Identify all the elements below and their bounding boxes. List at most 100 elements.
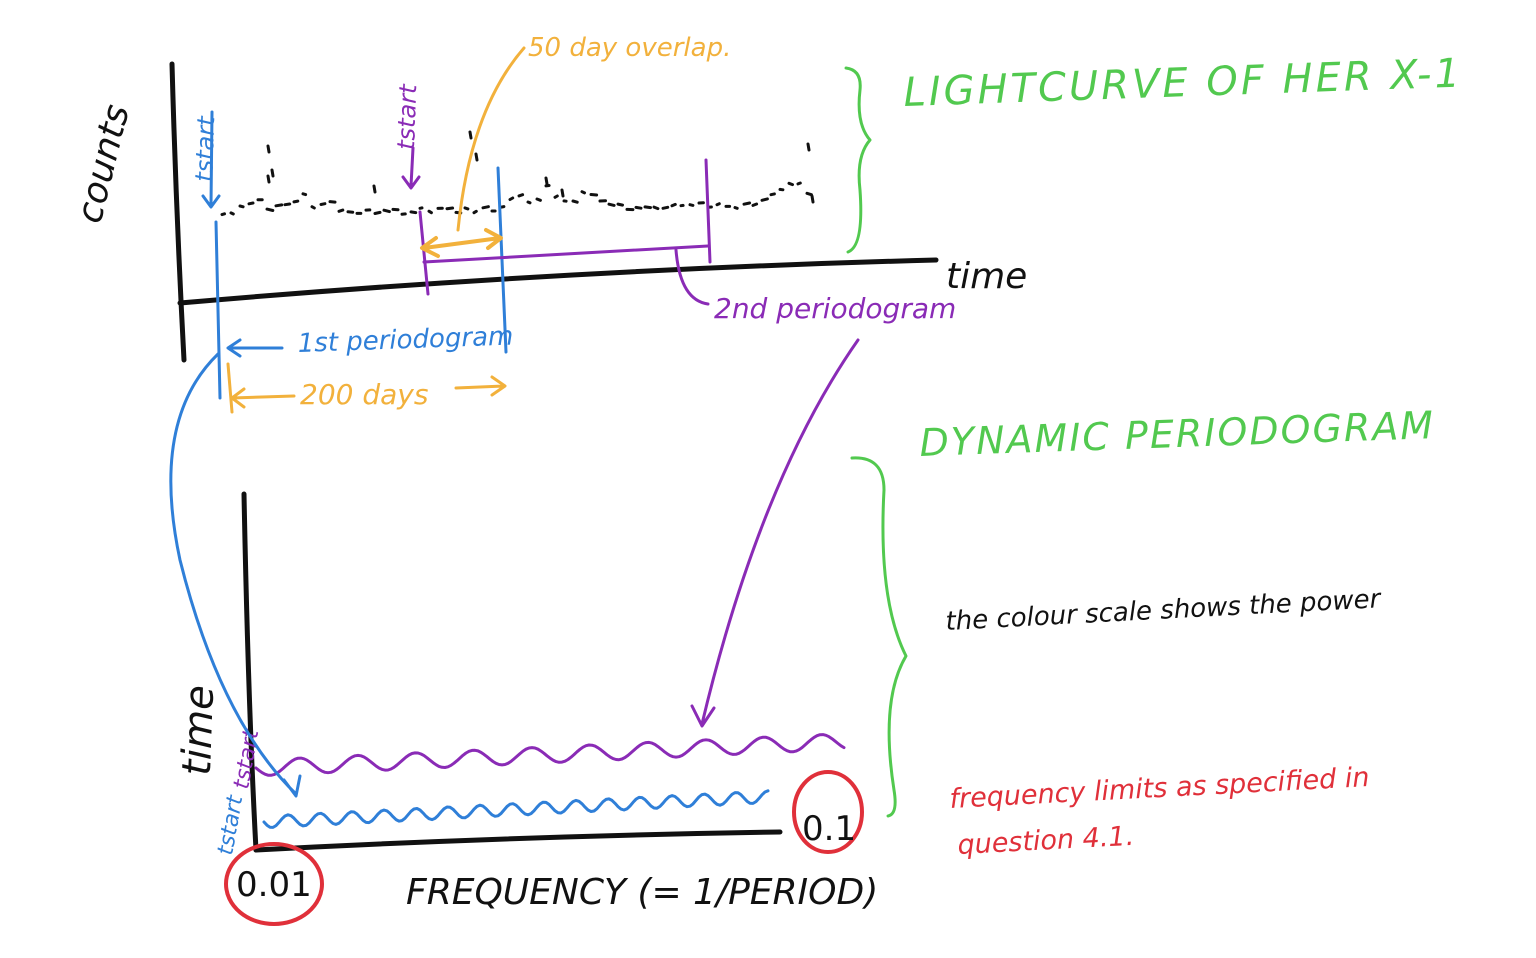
lightcurve-point xyxy=(742,201,752,206)
lightcurve-point xyxy=(310,205,316,210)
lightcurve-point xyxy=(474,152,479,162)
lightcurve-point xyxy=(616,202,624,207)
lightcurve-point xyxy=(607,202,616,207)
overlap-label: 50 day overlap. xyxy=(528,33,731,63)
first-periodogram-arrow xyxy=(226,338,284,358)
lightcurve-y-axis xyxy=(169,61,187,363)
frequency-limits-note-line1: frequency limits as specified in xyxy=(949,762,1370,815)
second-periodogram-trace xyxy=(254,733,846,777)
window-length-label: 200 days xyxy=(300,378,428,411)
dynamic-periodogram-panel: DYNAMIC PERIODOGRAM the colour scale sho… xyxy=(169,338,1436,926)
lightcurve-point xyxy=(247,201,255,206)
lightcurve-point xyxy=(643,205,652,210)
lightcurve-point xyxy=(238,204,245,209)
first-periodogram-label: 1st periodogram xyxy=(297,321,514,359)
freq-min-circle xyxy=(224,842,324,926)
lightcurve-point xyxy=(553,194,559,199)
lightcurve-point xyxy=(787,181,794,187)
lightcurve-x-axis xyxy=(177,257,939,306)
lightcurve-panel: counts time tstart 1st periodogram 200 d… xyxy=(69,33,1464,414)
lightcurve-point xyxy=(715,202,721,207)
lightcurve-point xyxy=(382,208,391,214)
lightcurve-point xyxy=(292,199,300,204)
lightcurve-point xyxy=(806,142,811,152)
colour-scale-note: the colour scale shows the power xyxy=(945,584,1384,637)
lightcurve-point xyxy=(688,203,695,207)
dynamic-x-axis xyxy=(253,829,783,853)
first-periodogram-connector xyxy=(169,352,302,798)
lightcurve-point xyxy=(468,130,473,140)
freq-max-circle xyxy=(792,770,864,854)
purple-tstart-label: tstart xyxy=(392,82,422,150)
lightcurve-point xyxy=(589,193,599,197)
lightcurve-point xyxy=(328,200,337,204)
freq-min-label: 0.01 xyxy=(236,865,312,905)
lightcurve-point xyxy=(372,184,377,194)
second-periodogram-connector xyxy=(690,338,860,728)
lightcurve-point xyxy=(805,191,813,197)
lightcurve-point xyxy=(445,206,455,211)
lightcurve-y-label: counts xyxy=(69,101,138,228)
lightcurve-point xyxy=(661,205,670,210)
overlap-arrow xyxy=(420,228,503,258)
lightcurve-point xyxy=(463,206,470,211)
lightcurve-title: LIGHTCURVE OF HER X-1 xyxy=(903,50,1464,116)
lightcurve-point xyxy=(769,192,776,197)
window-length-arrow-right xyxy=(454,375,507,397)
lightcurve-point xyxy=(409,210,418,215)
dynamic-purple-tstart-label: tstart xyxy=(229,726,264,791)
lightcurve-point xyxy=(544,176,549,186)
lightcurve-point xyxy=(481,205,490,210)
frequency-limits-note-line2: question 4.1. xyxy=(957,821,1135,861)
lightcurve-point xyxy=(270,168,275,178)
lightcurve-point xyxy=(266,144,271,154)
lightcurve-point xyxy=(517,193,525,198)
second-periodogram-pointer xyxy=(674,248,710,306)
dynamic-periodogram-title: DYNAMIC PERIODOGRAM xyxy=(919,403,1436,465)
lightcurve-point xyxy=(535,197,542,202)
dynamic-x-label: FREQUENCY (= 1/PERIOD) xyxy=(406,872,878,913)
lightcurve-point xyxy=(571,199,579,204)
lightcurve-point xyxy=(508,196,515,201)
dynamic-y-label: time xyxy=(174,684,223,776)
lightcurve-point xyxy=(427,209,433,215)
lightcurve-point xyxy=(220,212,226,217)
lightcurve-point xyxy=(733,206,739,210)
first-window-start-line xyxy=(214,220,222,400)
lightcurve-point xyxy=(670,202,677,208)
lightcurve-x-label: time xyxy=(946,256,1027,297)
lightcurve-point xyxy=(499,205,506,209)
lightcurve-point xyxy=(560,188,565,198)
lightcurve-point xyxy=(634,205,643,210)
first-window-end-line xyxy=(496,166,508,354)
lightcurve-point xyxy=(283,202,292,207)
lightcurve-points xyxy=(220,130,815,217)
lightcurve-point xyxy=(265,207,275,212)
lightcurve-point xyxy=(373,210,382,215)
lightcurve-point xyxy=(580,190,586,195)
first-periodogram-trace xyxy=(262,789,770,829)
lightcurve-point xyxy=(266,174,271,184)
lightcurve-point xyxy=(301,192,308,197)
lightcurve-brace xyxy=(844,66,872,254)
lightcurve-point xyxy=(751,202,759,207)
window-length-arrow-left xyxy=(230,387,296,409)
lightcurve-point xyxy=(274,203,284,208)
lightcurve-point xyxy=(229,211,235,216)
dynamic-brace xyxy=(850,456,908,818)
dynamic-blue-tstart-label: tstart xyxy=(213,792,248,857)
lightcurve-point xyxy=(796,181,802,186)
lightcurve-point xyxy=(760,197,769,202)
window-length-start-tick xyxy=(226,362,234,414)
blue-tstart-arrow xyxy=(201,110,221,209)
overlap-pointer xyxy=(456,46,526,232)
lightcurve-point xyxy=(472,209,478,215)
lightcurve-point xyxy=(652,205,660,211)
purple-tstart-arrow xyxy=(401,146,421,190)
lightcurve-point xyxy=(319,202,327,206)
second-window-start-line xyxy=(418,210,430,296)
freq-max-label: 0.1 xyxy=(802,809,856,849)
second-window-end-line xyxy=(704,158,712,264)
lightcurve-point xyxy=(337,208,345,213)
